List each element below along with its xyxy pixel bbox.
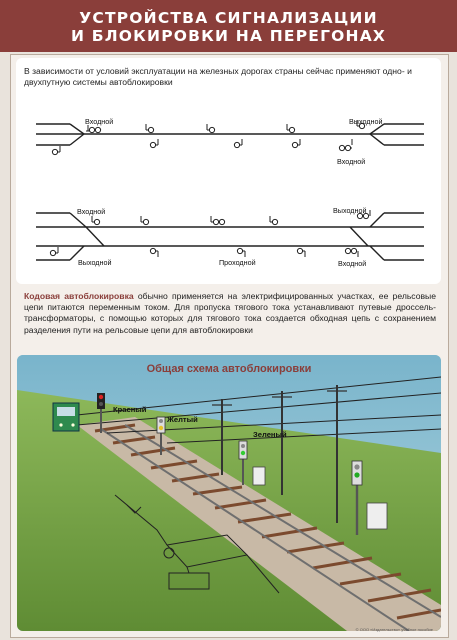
scheme-drawing	[17, 355, 441, 631]
single-entry-left-label: Входной	[85, 117, 114, 126]
intro-text: В зависимости от условий эксплуатации на…	[24, 66, 412, 87]
double-entry-left-label: Входной	[77, 207, 106, 216]
code-autoblock-term: Кодовая автоблокировка	[24, 291, 134, 301]
double-exit-right-label: Выходной	[333, 206, 367, 215]
single-track-diagram	[36, 120, 424, 261]
poster-title-line1: УСТРОЙСТВА СИГНАЛИЗАЦИИ	[79, 9, 378, 27]
double-passing-label: Проходной	[219, 258, 256, 267]
scheme-title: Общая схема автоблокировки	[146, 363, 312, 375]
autoblock-scheme-illustration: Общая схема автоблокировки Красный Желты…	[17, 355, 441, 631]
double-exit-left-label: Выходной	[78, 258, 112, 267]
signal-yellow-label: Желтый	[167, 415, 198, 424]
code-autoblock-body: обычно применяется на электрифицированны…	[24, 291, 437, 335]
signal-red-label: Красный	[113, 405, 147, 414]
copyright-note: © ООО «Издательство» учебное пособие	[355, 627, 433, 632]
double-entry-right-label: Входной	[338, 259, 367, 268]
poster-title-line2: И БЛОКИРОВКИ НА ПЕРЕГОНАХ	[70, 27, 387, 45]
poster-title: УСТРОЙСТВА СИГНАЛИЗАЦИИ И БЛОКИРОВКИ НА …	[0, 9, 457, 45]
signal-green-label: Зеленый	[253, 430, 287, 439]
title-band: УСТРОЙСТВА СИГНАЛИЗАЦИИ И БЛОКИРОВКИ НА …	[0, 0, 457, 52]
code-autoblock-text: Кодовая автоблокировка обычно применяетс…	[24, 291, 436, 336]
single-entry-right-label: Входной	[337, 157, 366, 166]
single-exit-right-label: Выходной	[349, 117, 383, 126]
